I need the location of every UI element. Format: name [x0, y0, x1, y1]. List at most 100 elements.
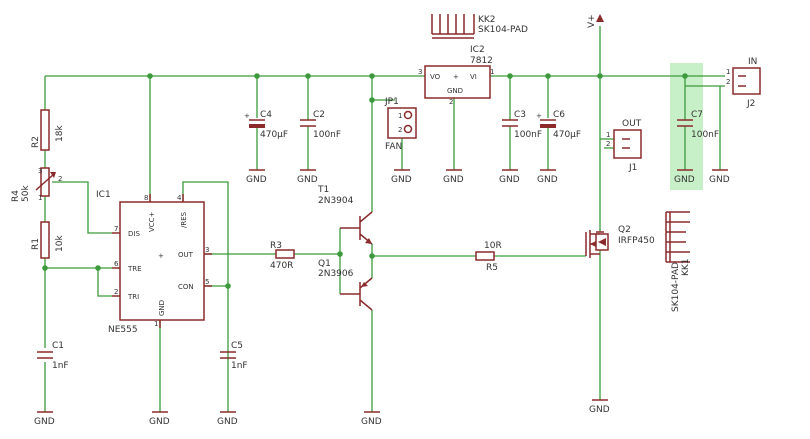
vplus-label: V+ [587, 14, 597, 28]
c5-name: C5 [231, 341, 243, 351]
gnd-label: GND [674, 175, 695, 185]
jp1-name: JP1 [384, 97, 399, 107]
gnd-label: GND [443, 175, 464, 185]
capacitor-c5: C5 1nF [220, 341, 248, 371]
ic2-name: IC2 [470, 45, 485, 55]
q1-name: Q1 [318, 259, 331, 269]
q1-value: 2N3906 [318, 269, 354, 279]
kk1-value: SK104-PAD [671, 262, 681, 312]
r4-pin1: 1 [38, 194, 42, 202]
gnd-label: GND [149, 417, 170, 427]
ic1-pin2: 2 [114, 288, 118, 296]
ic1-ne555: IC1 NE555 DIS TRE TRI OUT CON VCC+ /RES … [96, 190, 212, 335]
svg-text:+: + [536, 112, 542, 120]
q2-value: IRFP450 [618, 236, 655, 246]
ic2-pin-vo: VO [430, 73, 441, 81]
c1-name: C1 [52, 341, 64, 351]
ic1-pin-out: OUT [178, 251, 194, 259]
gnd-label: GND [391, 175, 412, 185]
r2-value: 18k [55, 125, 65, 142]
j1-name: J1 [628, 163, 637, 173]
r1-name: R1 [31, 238, 41, 250]
ic1-pin-con: CON [178, 283, 194, 291]
j1-pin2: 2 [606, 140, 610, 148]
r5-name: R5 [486, 263, 498, 273]
ic1-value: NE555 [108, 325, 138, 335]
c6-value: 470µF [553, 130, 581, 140]
ic1-pin5: 5 [205, 278, 209, 286]
r4-pin3: 3 [38, 167, 42, 175]
ic1-pin6: 6 [114, 260, 119, 268]
resistor-r3: R3 470R [270, 241, 295, 271]
gnd-label: GND [246, 175, 267, 185]
r4-pin2: 2 [58, 175, 62, 183]
j2-connector: IN J2 1 2 [726, 57, 761, 109]
ic2-pin-gnd: GND [447, 87, 463, 95]
resistor-r5: 10R R5 [475, 241, 502, 273]
gnd-label: GND [499, 175, 520, 185]
transistor-t1: T1 2N3904 [317, 185, 373, 245]
r5-value: 10R [484, 241, 502, 251]
gnd-label: GND [589, 405, 610, 415]
vplus-supply: V+ [587, 14, 604, 28]
gnd-label: GND [361, 417, 382, 427]
kk1-name: KK1 [681, 258, 691, 276]
ic2-pin3: 3 [418, 68, 422, 76]
jp1-fan-header: JP1 FAN 1 2 [384, 97, 417, 152]
ic1-pin-vcc: VCC+ [148, 211, 156, 232]
capacitor-c2: C2 100nF [300, 110, 341, 140]
q2-name: Q2 [618, 225, 631, 235]
ic1-pin-res: /RES [180, 211, 188, 228]
gnd-label: GND [217, 417, 238, 427]
j2-in-label: IN [748, 57, 757, 67]
r2-name: R2 [31, 136, 41, 148]
capacitor-c3: C3 100nF [502, 110, 542, 140]
ic2-pin2: 2 [449, 98, 453, 106]
ic1-pin1: 1 [154, 320, 158, 328]
jp1-value: FAN [385, 142, 402, 152]
ic1-pin8: 8 [144, 194, 148, 202]
kk2-heatsink: KK2 SK104-PAD [431, 14, 528, 39]
potentiometer-r4: R4 50k 1 2 3 [11, 167, 62, 202]
c3-name: C3 [514, 110, 526, 120]
c6-name: C6 [553, 110, 565, 120]
ic1-name: IC1 [96, 190, 111, 200]
resistor-r2: R2 18k [31, 109, 65, 151]
r3-name: R3 [270, 241, 282, 251]
capacitor-c4: + C4 470µF [244, 110, 288, 140]
ic1-pin-tre: TRE [127, 265, 142, 273]
r3-value: 470R [270, 261, 293, 271]
gnd-symbols [37, 169, 728, 413]
ic1-pin7: 7 [114, 225, 118, 233]
kk2-name: KK2 [478, 15, 496, 25]
c7-value: 100nF [691, 130, 719, 140]
j1-connector: OUT J1 1 2 [606, 119, 642, 173]
c2-name: C2 [313, 110, 325, 120]
kk2-value: SK104-PAD [478, 25, 528, 35]
ic1-pin3: 3 [205, 246, 209, 254]
c3-value: 100nF [514, 130, 542, 140]
jp1-pin1: 1 [398, 112, 402, 120]
gnd-label: GND [297, 175, 318, 185]
j2-pin2: 2 [726, 78, 730, 86]
kk1-heatsink: SK104-PAD KK1 [665, 211, 691, 312]
ic1-pin4: 4 [177, 194, 182, 202]
resistor-r1: R1 10k [31, 221, 65, 259]
ic2-regulator: IC2 7812 VO VI + GND 3 1 2 [418, 45, 494, 106]
capacitor-c1: C1 1nF [37, 341, 69, 371]
c4-name: C4 [260, 110, 272, 120]
gnd-label: GND [537, 175, 558, 185]
gnd-labels: GND GND GND GND GND GND GND GND GND GND … [34, 175, 730, 427]
ic1-pin-gnd: GND [158, 300, 166, 316]
capacitor-c7: C7 100nF [677, 110, 719, 140]
j2-pin1: 1 [726, 68, 730, 76]
c5-value: 1nF [231, 361, 248, 371]
gnd-label: GND [709, 175, 730, 185]
junctions [42, 73, 688, 289]
j1-out-label: OUT [622, 119, 642, 129]
svg-text:+: + [244, 112, 250, 120]
ic1-pin-dis: DIS [128, 230, 140, 238]
wires [44, 26, 725, 412]
ic1-plus: + [158, 252, 164, 260]
